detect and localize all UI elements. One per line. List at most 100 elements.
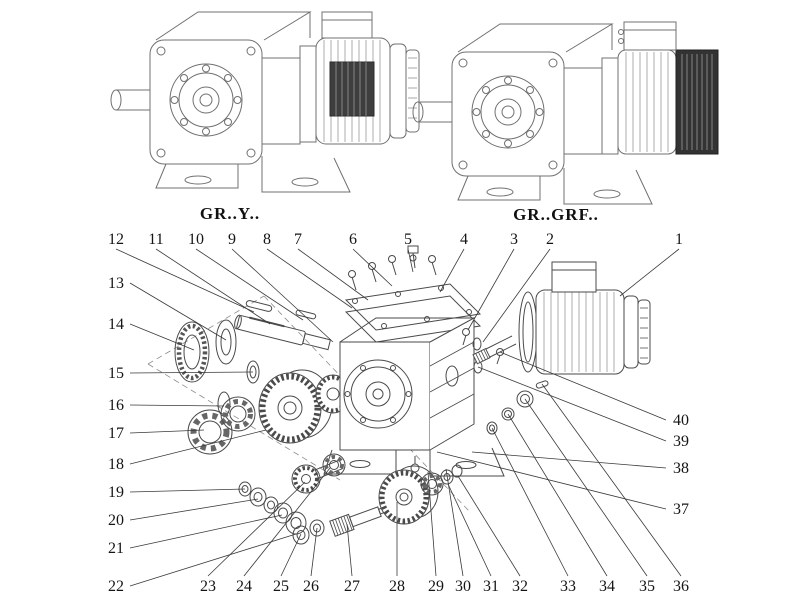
output-shaft-stub — [412, 101, 452, 123]
assembly-view-gr-grf — [412, 21, 719, 205]
leader-line-25 — [280, 533, 302, 577]
shaft-key — [245, 300, 273, 312]
callout-12: 12 — [108, 231, 124, 248]
terminal-box — [623, 21, 677, 51]
leader-line-3 — [467, 248, 515, 331]
leader-line-35 — [524, 398, 648, 577]
shaft-key-2 — [295, 309, 317, 320]
toothed-seal-ring — [176, 323, 208, 381]
callout-18: 18 — [108, 456, 124, 473]
gasket — [344, 295, 482, 343]
cover-plate — [344, 283, 482, 331]
terminal-box — [321, 11, 373, 39]
callout-36: 36 — [673, 578, 689, 595]
leader-line-39 — [477, 366, 667, 442]
callout-25: 25 — [273, 578, 289, 595]
callout-19: 19 — [108, 484, 124, 501]
callout-30: 30 — [455, 578, 471, 595]
leader-line-4 — [439, 248, 465, 293]
bore-bolt-holes — [344, 365, 412, 423]
leader-line-13 — [129, 282, 227, 341]
callout-21: 21 — [108, 540, 124, 557]
leader-line-10 — [195, 248, 304, 321]
leader-line-14 — [129, 323, 195, 351]
callout-1: 1 — [675, 231, 683, 248]
motor-pinion — [472, 347, 491, 365]
leader-line-36 — [541, 383, 682, 577]
leader-line-40 — [499, 351, 667, 421]
callout-7: 7 — [294, 231, 302, 248]
leader-line-27 — [346, 523, 353, 577]
leader-line-23 — [207, 481, 306, 577]
callout-10: 10 — [188, 231, 204, 248]
callout-16: 16 — [108, 397, 124, 414]
callout-20: 20 — [108, 512, 124, 529]
callout-33: 33 — [560, 578, 576, 595]
fan-cover — [637, 299, 651, 365]
leader-line-37 — [436, 451, 667, 510]
callout-38: 38 — [673, 460, 689, 477]
leader-line-22 — [129, 533, 297, 587]
leader-line-17 — [129, 429, 205, 434]
leader-line-9 — [231, 248, 334, 343]
leader-line-24 — [243, 467, 331, 577]
leader-line-12 — [115, 248, 255, 313]
callout-8: 8 — [263, 231, 271, 248]
callout-15: 15 — [108, 365, 124, 382]
bearing-1 — [187, 409, 233, 455]
leader-line-5 — [407, 248, 414, 273]
bearing-5 — [420, 472, 444, 496]
motor-shaft-key — [535, 380, 549, 389]
motor-flange — [518, 291, 538, 373]
callout-39: 39 — [673, 433, 689, 450]
leader-line-2 — [482, 248, 551, 343]
callout-4: 4 — [460, 231, 468, 248]
callout-29: 29 — [428, 578, 444, 595]
callout-22: 22 — [108, 578, 124, 595]
callout-26: 26 — [303, 578, 319, 595]
callout-32: 32 — [512, 578, 528, 595]
callout-9: 9 — [228, 231, 236, 248]
callout-23: 23 — [200, 578, 216, 595]
leader-line-38 — [471, 451, 667, 469]
input-shaft-assembly — [174, 300, 369, 455]
callout-13: 13 — [108, 275, 124, 292]
leader-line-31 — [447, 483, 492, 577]
callout-37: 37 — [673, 501, 689, 518]
bearing-2 — [220, 396, 256, 432]
leader-line-6 — [352, 248, 393, 287]
leader-line-29 — [427, 471, 437, 577]
callout-14: 14 — [108, 316, 124, 333]
callout-2: 2 — [546, 231, 554, 248]
leader-line-32 — [457, 475, 521, 577]
callout-24: 24 — [236, 578, 252, 595]
output-shaft-stub — [110, 89, 150, 111]
motor-body — [601, 21, 719, 155]
leader-line-30 — [445, 468, 464, 577]
leader-line-8 — [266, 248, 353, 309]
leader-line-21 — [129, 514, 283, 549]
bearing-4 — [322, 453, 346, 477]
bolt-circle-pattern — [472, 76, 544, 148]
gear-housing — [323, 245, 505, 477]
callout-28: 28 — [389, 578, 405, 595]
exploded-view — [147, 245, 651, 545]
callout-31: 31 — [483, 578, 499, 595]
leader-line-33 — [491, 427, 569, 577]
variant-label-gr-y: GR..Y.. — [200, 204, 260, 223]
cover-bolts — [348, 245, 437, 291]
terminal-box — [551, 261, 597, 293]
leader-line-7 — [297, 248, 369, 301]
callout-35: 35 — [639, 578, 655, 595]
side-port — [445, 365, 459, 387]
callout-11: 11 — [148, 231, 163, 248]
callout-17: 17 — [108, 425, 124, 442]
callout-3: 3 — [510, 231, 518, 248]
leader-line-11 — [155, 248, 271, 325]
pinion-gear — [291, 459, 344, 494]
callout-40: 40 — [673, 412, 689, 429]
intermediate-shaft-assembly — [238, 453, 463, 545]
assembly-view-gr-y — [110, 11, 420, 193]
